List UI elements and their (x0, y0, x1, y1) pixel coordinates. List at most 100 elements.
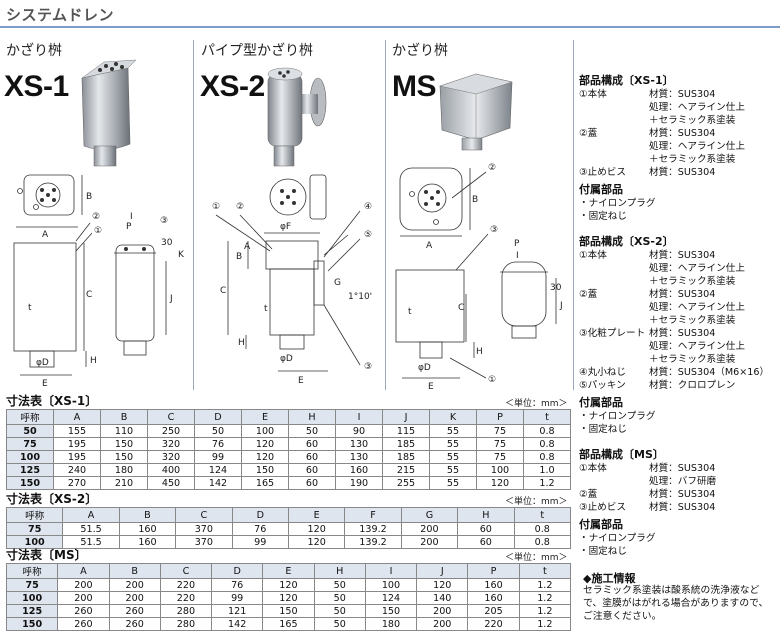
table-cell: 450 (147, 476, 195, 490)
column-header: 呼称 (5, 507, 64, 523)
table-cell: 160 (467, 578, 520, 592)
table-cell: 220 (159, 578, 213, 592)
part-line: 材質：SUS304 (649, 289, 716, 300)
table-cell: 220 (159, 591, 213, 605)
table-cell: 130 (335, 450, 383, 464)
column-header: C (175, 507, 233, 523)
dim-label-phid: φD (280, 354, 293, 364)
drawing-xs1: B A ② ① C H t φD E P I ③ 30 K J (13, 174, 185, 389)
dim-label-phif: φF (280, 222, 291, 232)
notice-heading: ◆施工情報 (583, 572, 636, 585)
table-cell: 75 (476, 450, 524, 464)
callout-1: ① (94, 226, 102, 236)
column-header: B (118, 507, 177, 523)
part-line: 材質：SUS304 (649, 89, 716, 100)
dim-label-phid: φD (418, 363, 431, 373)
table-cell: 100 (241, 424, 289, 438)
parts-section-ms: 部品構成〔MS〕 ①本体材質：SUS304 処理：バフ研磨 ②蓋材質：SUS30… (579, 447, 779, 558)
table-cell: 200 (57, 578, 110, 592)
table-cell: 55 (429, 463, 477, 477)
table-cell: 400 (147, 463, 195, 477)
column-header: A (62, 507, 120, 523)
section-heading: 付属部品 (579, 518, 623, 531)
column-header: B (100, 409, 148, 425)
column-header: t (513, 507, 572, 523)
table-cell: 1.2 (518, 604, 572, 618)
table-cell: 180 (100, 463, 148, 477)
part-line: 材質：SUS304（M6×16） (649, 367, 770, 378)
notice-text: セラミック系塗装は酸系統の洗浄液などで、塗膜がはがれる場合がありますので、ご注意… (583, 585, 769, 622)
table-cell: 50 (194, 424, 242, 438)
dim-label-a: A (426, 241, 433, 251)
callout-3: ③ (160, 216, 168, 226)
dim-label-j: J (559, 301, 563, 311)
part-name: ①本体 (579, 89, 607, 100)
product-subtitle-xs1: かざり桝 (6, 43, 62, 59)
table-cell: 160 (118, 535, 177, 549)
column-header: D (194, 409, 242, 425)
column-header: C (147, 409, 195, 425)
product-photo-xs2 (267, 67, 327, 167)
product-model-xs2: XS-2 (200, 70, 265, 103)
dim-label-k: K (178, 250, 185, 260)
table-cell: 200 (416, 617, 469, 631)
accessory-item: ・ナイロンプラグ (579, 411, 656, 422)
column-header: P (467, 563, 520, 579)
table-title-ms: 寸法表〔MS〕 (6, 548, 87, 562)
table-cell: 120 (262, 578, 315, 592)
dim-label-b: B (472, 195, 478, 205)
table-cell: 0.8 (523, 437, 571, 451)
dim-label-p: P (514, 239, 520, 249)
table-cell: 185 (382, 450, 430, 464)
table-cell: 115 (382, 424, 430, 438)
callout-3: ③ (364, 362, 372, 372)
table-cell: 1.0 (523, 463, 571, 477)
table-cell: 99 (194, 450, 242, 464)
table-cell: 270 (53, 476, 101, 490)
table-cell: 76 (194, 437, 242, 451)
table-cell: 120 (287, 535, 346, 549)
table-cell: 320 (147, 450, 195, 464)
product-model-xs1: XS-1 (4, 70, 69, 103)
part-line: 材質：SUS304 (649, 250, 716, 261)
column-header: E (287, 507, 346, 523)
part-line: 材質：SUS304 (649, 502, 716, 513)
table-cell: 139.2 (344, 535, 402, 549)
part-name: ③化粧プレート (579, 328, 646, 339)
accessory-item: ・固定ねじ (579, 546, 627, 557)
row-header-cell: 125 (6, 463, 54, 477)
callout-2: ② (236, 202, 244, 212)
table-cell: 50 (313, 591, 366, 605)
table-cell: 110 (100, 424, 148, 438)
dim-label-h: H (476, 347, 483, 357)
table-cell: 1.2 (518, 578, 572, 592)
column-header: t (518, 563, 572, 579)
table-cell: 220 (467, 617, 520, 631)
accessory-item: ・固定ねじ (579, 424, 627, 435)
column-header: 呼称 (6, 409, 54, 425)
table-cell: 150 (241, 463, 289, 477)
callout-5: ⑤ (364, 230, 372, 240)
table-cell: 165 (262, 617, 315, 631)
column-header: H (313, 563, 366, 579)
part-line: ＋セラミック系塗装 (649, 354, 736, 365)
part-line: ＋セラミック系塗装 (649, 115, 736, 126)
table-cell: 0.8 (523, 424, 571, 438)
table-cell: 260 (108, 604, 161, 618)
column-header: B (108, 563, 161, 579)
dim-label-t: t (408, 307, 412, 317)
unit-label: ＜単位：mm＞ (505, 399, 568, 409)
table-cell: 200 (416, 604, 469, 618)
table-cell: 60 (288, 450, 336, 464)
table-cell: 180 (364, 617, 418, 631)
dim-label-c: C (458, 303, 464, 313)
table-cell: 55 (429, 424, 477, 438)
part-line: ＋セラミック系塗装 (649, 315, 736, 326)
